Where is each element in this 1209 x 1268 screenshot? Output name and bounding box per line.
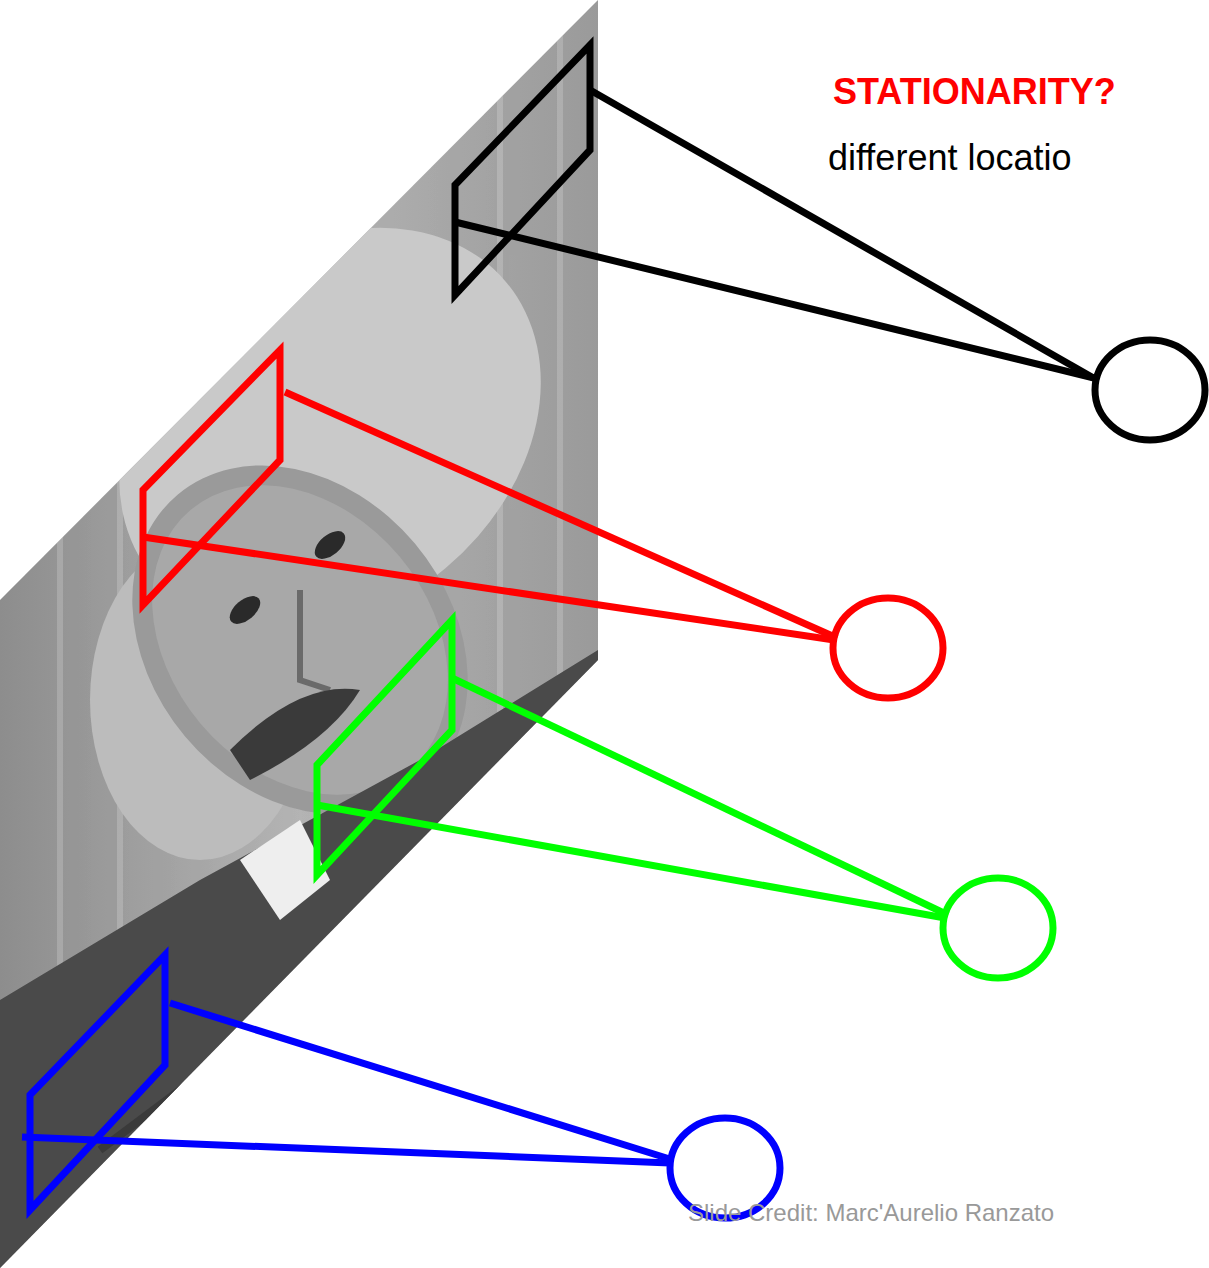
receptive-field-red — [143, 350, 943, 698]
note-label: different locatio — [828, 136, 1072, 179]
photo-plane — [0, 0, 622, 1268]
receptive-field-black — [455, 45, 1205, 440]
credit-label: Slide Credit: Marc'Aurelio Ranzato — [688, 1199, 1054, 1228]
heading-label: STATIONARITY? — [833, 70, 1116, 113]
receptive-field-blue — [22, 955, 780, 1218]
receptive-field-green — [317, 620, 1053, 978]
